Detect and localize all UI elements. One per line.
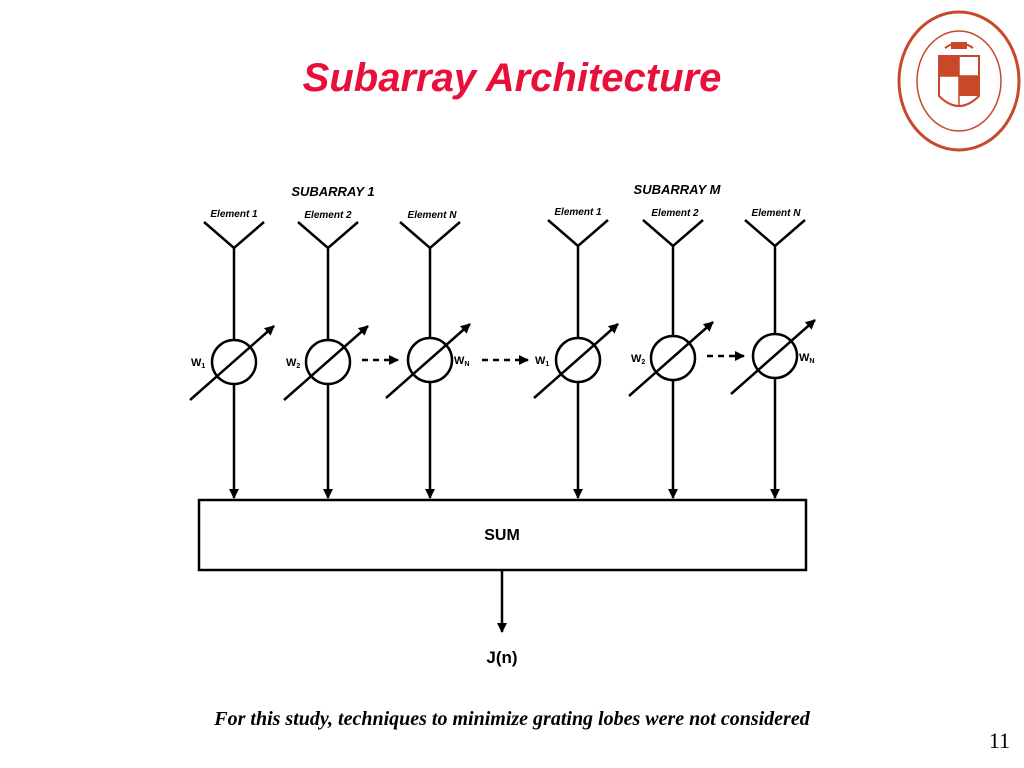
slide-caption: For this study, techniques to minimize g…	[214, 708, 810, 730]
antenna-icon	[547, 219, 609, 248]
weight-arrow	[628, 321, 714, 397]
antenna-icon	[744, 219, 806, 248]
element-label: Element 2	[651, 208, 699, 219]
antenna-icon	[642, 219, 704, 248]
element-label: Element 2	[304, 210, 352, 221]
element-label: Element N	[752, 208, 802, 219]
weight-label: W1	[535, 355, 549, 368]
antenna-icon	[203, 221, 265, 250]
weight-arrow	[189, 325, 275, 401]
weight-label: WN	[799, 352, 814, 365]
page-number: 11	[988, 728, 1010, 753]
sum-label: SUM	[484, 527, 520, 544]
slide-title: Subarray Architecture	[302, 56, 722, 100]
antenna-icon	[297, 221, 359, 250]
weight-arrow	[533, 323, 619, 399]
weight-arrow	[385, 323, 471, 399]
element-label: Element 1	[554, 207, 602, 218]
sum-block	[197, 498, 808, 572]
weight-label: W2	[286, 357, 300, 370]
subarray-1-label: SUBARRAY 1	[291, 184, 374, 199]
weight-label: W1	[191, 357, 205, 370]
antenna-channels	[189, 219, 816, 499]
antenna-icon	[399, 221, 461, 250]
weight-label: W2	[631, 353, 645, 366]
element-label: Element N	[408, 210, 458, 221]
university-seal-logo	[897, 10, 1021, 152]
weight-arrow	[283, 325, 369, 401]
output-label: J(n)	[486, 648, 517, 667]
weight-arrow	[730, 319, 816, 395]
element-label: Element 1	[210, 209, 258, 220]
weight-label: WN	[454, 355, 469, 368]
subarray-m-label: SUBARRAY M	[634, 182, 722, 197]
